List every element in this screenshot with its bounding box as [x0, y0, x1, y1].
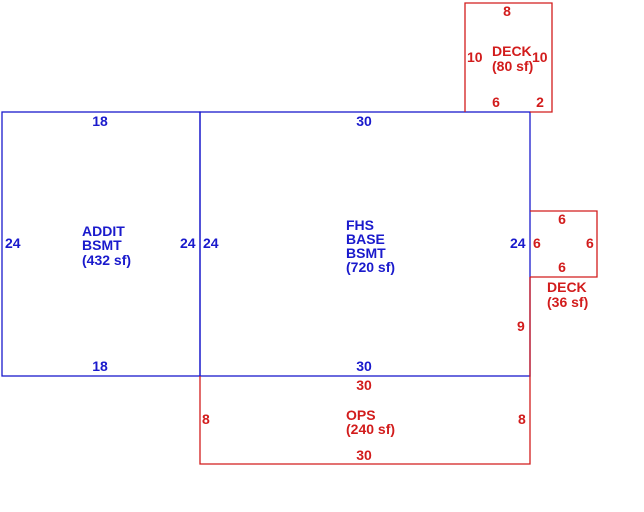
- fhs-base-bsmt-dim-bottom: 30: [356, 358, 372, 374]
- addit-bsmt-dim-top: 18: [92, 113, 108, 129]
- addit-bsmt-dim-bottom: 18: [92, 358, 108, 374]
- addit-bsmt-dim-left: 24: [5, 235, 21, 251]
- fhs-base-bsmt-label-line-3: BSMT: [346, 245, 386, 261]
- deck-right-label-line-2: (36 sf): [547, 294, 588, 310]
- deck-right-dim-left: 6: [533, 235, 541, 251]
- addit-bsmt-area: 18 18 24 24 ADDIT BSMT (432 sf): [1, 111, 201, 377]
- ops-dim-bottom: 30: [356, 447, 372, 463]
- fhs-base-bsmt-outline: [199, 111, 531, 377]
- fhs-base-bsmt-label-line-1: FHS: [346, 217, 374, 233]
- addit-bsmt-dim-right: 24: [180, 235, 196, 251]
- deck-top-dim-bottom-a: 6: [492, 94, 500, 110]
- deck-right-label-line-1: DECK: [547, 279, 587, 295]
- fhs-base-bsmt-dim-right: 24: [510, 235, 526, 251]
- deck-right-dim-right: 6: [586, 235, 594, 251]
- fhs-base-bsmt-label-line-4: (720 sf): [346, 259, 395, 275]
- addit-bsmt-label-line-3: (432 sf): [82, 252, 131, 268]
- fhs-base-bsmt-dim-left: 24: [203, 235, 219, 251]
- ops-label-line-2: (240 sf): [346, 421, 395, 437]
- ops-outline: [199, 376, 531, 465]
- deck-top-dim-bottom-b: 2: [536, 94, 544, 110]
- deck-right-dim-top: 6: [558, 211, 566, 227]
- addit-bsmt-label-line-1: ADDIT: [82, 223, 125, 239]
- ops-dim-top: 30: [356, 377, 372, 393]
- addit-bsmt-label-line-2: BSMT: [82, 237, 122, 253]
- deck-top-dim-top: 8: [503, 3, 511, 19]
- fhs-base-bsmt-label-line-2: BASE: [346, 231, 385, 247]
- fhs-base-bsmt-dim-top: 30: [356, 113, 372, 129]
- right-edge-segment: 9: [517, 277, 531, 376]
- fhs-base-bsmt-area: 30 30 24 24 FHS BASE BSMT (720 sf): [199, 111, 531, 377]
- deck-right-outline: [530, 210, 598, 278]
- deck-top-outline: [464, 2, 553, 113]
- deck-top-label-line-1: DECK: [492, 43, 532, 59]
- deck-top-dim-right: 10: [532, 49, 548, 65]
- ops-area: 30 30 8 8 OPS (240 sf): [199, 376, 531, 465]
- ops-dim-right: 8: [518, 411, 526, 427]
- ops-dim-left: 8: [202, 411, 210, 427]
- deck-right-dim-bottom: 6: [558, 259, 566, 275]
- deck-top-area: 8 10 10 6 2 DECK (80 sf): [464, 2, 553, 113]
- deck-right-area: 6 6 6 6 DECK (36 sf): [530, 210, 598, 310]
- ops-label-line-1: OPS: [346, 407, 376, 423]
- deck-top-label-line-2: (80 sf): [492, 58, 533, 74]
- right-edge-segment-dim: 9: [517, 318, 525, 334]
- deck-top-dim-left: 10: [467, 49, 483, 65]
